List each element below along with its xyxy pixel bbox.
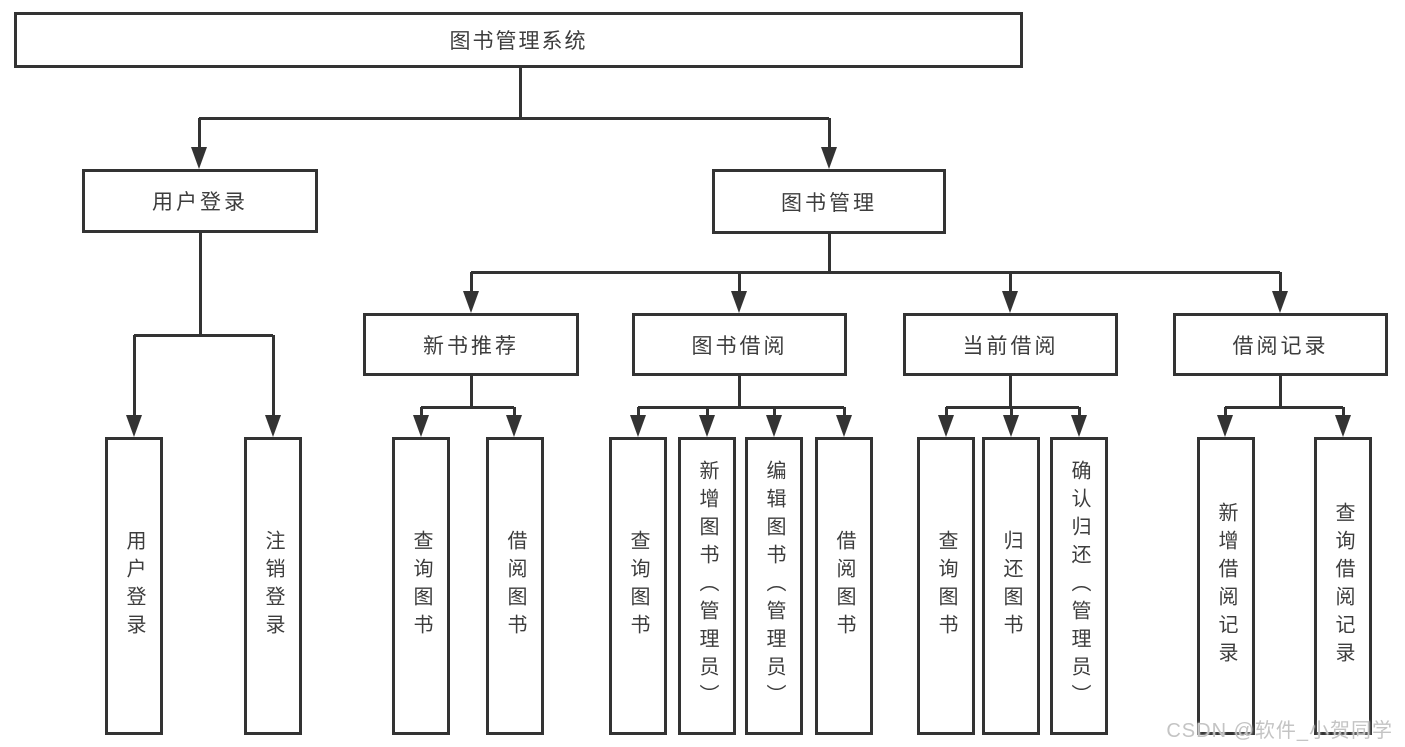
arrow-down-icon — [836, 415, 852, 437]
connector-vline — [1009, 376, 1012, 407]
leaf-query-borrow-record-label: 查询借阅记录 — [1332, 502, 1354, 670]
node-new-book-recommend: 新书推荐 — [363, 313, 579, 376]
leaf-query-borrow-record: 查询借阅记录 — [1314, 437, 1372, 735]
arrow-down-icon — [265, 415, 281, 437]
leaf-query-books-current: 查询图书 — [917, 437, 975, 735]
connector-hline — [421, 406, 514, 409]
leaf-query-books-borrow-label: 查询图书 — [627, 530, 649, 642]
connector-vline — [945, 407, 948, 417]
connector-vline — [1010, 407, 1013, 417]
arrow-down-icon — [1071, 415, 1087, 437]
connector-vline — [470, 376, 473, 407]
connector-vline — [199, 233, 202, 335]
connector-vline — [828, 118, 831, 149]
arrow-down-icon — [1003, 415, 1019, 437]
arrow-down-icon — [191, 147, 207, 169]
leaf-user-login: 用户登录 — [105, 437, 163, 735]
connector-vline — [198, 118, 201, 149]
arrow-down-icon — [1002, 291, 1018, 313]
arrow-down-icon — [766, 415, 782, 437]
connector-vline — [420, 407, 423, 417]
node-current-borrow-label: 当前借阅 — [962, 334, 1059, 358]
arrow-down-icon — [1335, 415, 1351, 437]
arrow-down-icon — [630, 415, 646, 437]
arrow-down-icon — [699, 415, 715, 437]
leaf-borrow-books-recommend: 借阅图书 — [486, 437, 544, 735]
leaf-add-borrow-record-label: 新增借阅记录 — [1215, 502, 1237, 670]
arrow-down-icon — [1217, 415, 1233, 437]
connector-vline — [1224, 407, 1227, 417]
connector-vline — [738, 376, 741, 407]
leaf-query-books-borrow: 查询图书 — [609, 437, 667, 735]
connector-hline — [638, 406, 844, 409]
node-root-label: 图书管理系统 — [449, 30, 588, 53]
connector-vline — [1279, 272, 1282, 293]
connector-vline — [706, 407, 709, 417]
node-book-borrow: 图书借阅 — [632, 313, 847, 376]
connector-vline — [828, 234, 831, 272]
connector-vline — [773, 407, 776, 417]
connector-vline — [1342, 407, 1345, 417]
watermark: CSDN @软件_小贺同学 — [1166, 720, 1393, 742]
leaf-edit-book-admin: 编辑图书（管理员） — [745, 437, 803, 735]
connector-vline — [843, 407, 846, 417]
leaf-add-book-admin: 新增图书（管理员） — [678, 437, 736, 735]
arrow-down-icon — [821, 147, 837, 169]
leaf-user-login-label: 用户登录 — [123, 530, 145, 642]
leaf-logout-label: 注销登录 — [262, 530, 284, 642]
connector-vline — [133, 335, 136, 417]
connector-vline — [1078, 407, 1081, 417]
leaf-confirm-return-admin: 确认归还（管理员） — [1050, 437, 1108, 735]
node-book-management-label: 图书管理 — [781, 191, 877, 215]
arrow-down-icon — [126, 415, 142, 437]
connector-vline — [637, 407, 640, 417]
leaf-query-books-recommend-label: 查询图书 — [410, 530, 432, 642]
node-new-book-recommend-label: 新书推荐 — [423, 334, 519, 358]
arrow-down-icon — [1272, 291, 1288, 313]
connector-vline — [513, 407, 516, 417]
node-book-borrow-label: 图书借阅 — [691, 334, 788, 358]
leaf-logout: 注销登录 — [244, 437, 302, 735]
connector-vline — [1279, 376, 1282, 407]
connector-hline — [1225, 406, 1343, 409]
leaf-confirm-return-admin-label: 确认归还（管理员） — [1068, 460, 1090, 712]
connector-hline — [471, 271, 1280, 274]
arrow-down-icon — [413, 415, 429, 437]
node-user-login-label: 用户登录 — [152, 191, 248, 214]
connector-vline — [470, 272, 473, 293]
connector-hline — [134, 334, 273, 337]
leaf-borrow-books-2-label: 借阅图书 — [833, 530, 855, 642]
node-root: 图书管理系统 — [14, 12, 1023, 68]
node-book-management: 图书管理 — [712, 169, 946, 234]
node-borrow-records-label: 借阅记录 — [1232, 334, 1329, 358]
connector-vline — [519, 68, 522, 118]
leaf-borrow-books-2: 借阅图书 — [815, 437, 873, 735]
arrow-down-icon — [731, 291, 747, 313]
arrow-down-icon — [463, 291, 479, 313]
connector-vline — [272, 335, 275, 417]
node-borrow-records: 借阅记录 — [1173, 313, 1388, 376]
leaf-query-books-current-label: 查询图书 — [935, 530, 957, 642]
leaf-borrow-books-recommend-label: 借阅图书 — [504, 530, 526, 642]
leaf-edit-book-admin-label: 编辑图书（管理员） — [763, 460, 785, 712]
arrow-down-icon — [506, 415, 522, 437]
arrow-down-icon — [938, 415, 954, 437]
node-user-login: 用户登录 — [82, 169, 318, 233]
leaf-query-books-recommend: 查询图书 — [392, 437, 450, 735]
leaf-return-book: 归还图书 — [982, 437, 1040, 735]
leaf-return-book-label: 归还图书 — [1000, 530, 1022, 642]
leaf-add-borrow-record: 新增借阅记录 — [1197, 437, 1255, 735]
node-current-borrow: 当前借阅 — [903, 313, 1118, 376]
leaf-add-book-admin-label: 新增图书（管理员） — [696, 460, 718, 712]
connector-hline — [199, 117, 829, 120]
connector-vline — [1009, 272, 1012, 293]
connector-vline — [738, 272, 741, 293]
